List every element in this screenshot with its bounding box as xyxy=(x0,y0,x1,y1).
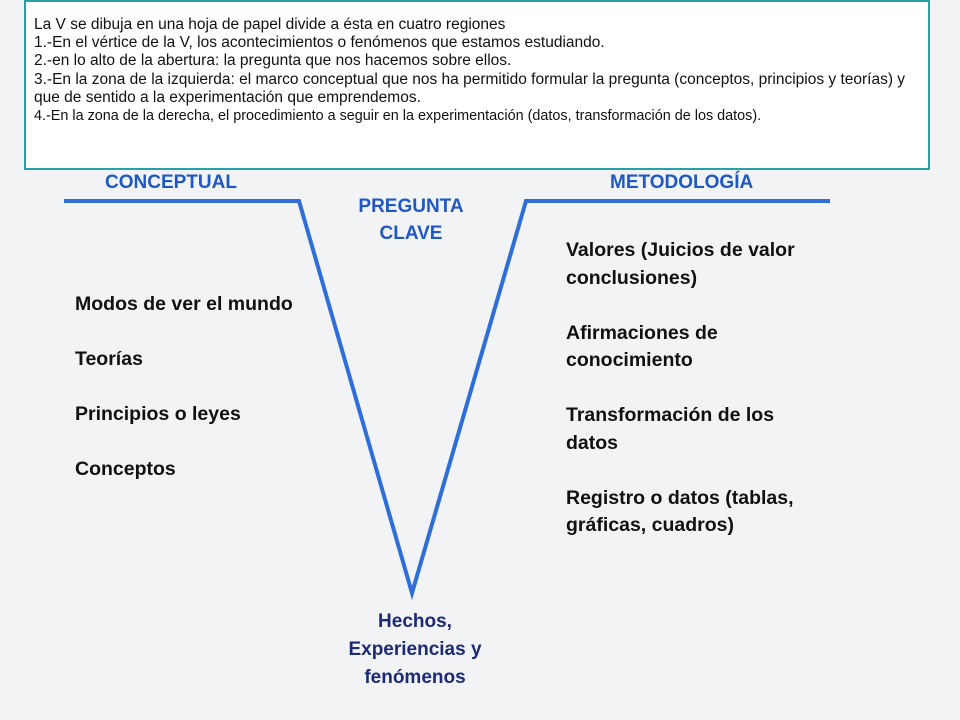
conceptual-heading: CONCEPTUAL xyxy=(105,172,237,193)
conceptual-list: Modos de ver el mundo Teorías Principios… xyxy=(75,291,295,484)
list-item: Teorías xyxy=(75,348,143,370)
list-item: Transformación de los datos xyxy=(566,404,775,454)
list-item: Principios o leyes xyxy=(75,403,241,425)
metodologia-heading: METODOLOGÍA xyxy=(610,172,754,193)
list-item: Modos de ver el mundo xyxy=(75,293,293,315)
list-item: Conceptos xyxy=(75,458,176,480)
instructions-box: La V se dibuja en una hoja de papel divi… xyxy=(24,0,930,170)
instruction-line: 1.-En el vértice de la V, los acontecimi… xyxy=(34,34,605,52)
list-item: Registro o datos (tablas, gráficas, cuad… xyxy=(566,486,794,537)
vertex-label: Hechos, Experiencias y fenómenos xyxy=(348,611,482,688)
instruction-line: La V se dibuja en una hoja de papel divi… xyxy=(34,16,506,33)
metodologia-list: Valores (Juicios de valor conclusiones) … xyxy=(566,237,806,540)
instruction-line: 3.-En la zona de la izquierda: el marco … xyxy=(34,70,906,106)
key-question: PREGUNTA CLAVE xyxy=(358,196,464,244)
list-item: Valores (Juicios de valor conclusiones) xyxy=(566,239,795,289)
list-item: Afirmaciones de conocimiento xyxy=(566,321,718,372)
v-shape-line xyxy=(64,199,830,601)
instruction-line: 2.-en lo alto de la abertura: la pregunt… xyxy=(34,52,512,70)
instruction-line: 4.-En la zona de la derecha, el procedim… xyxy=(34,108,762,125)
